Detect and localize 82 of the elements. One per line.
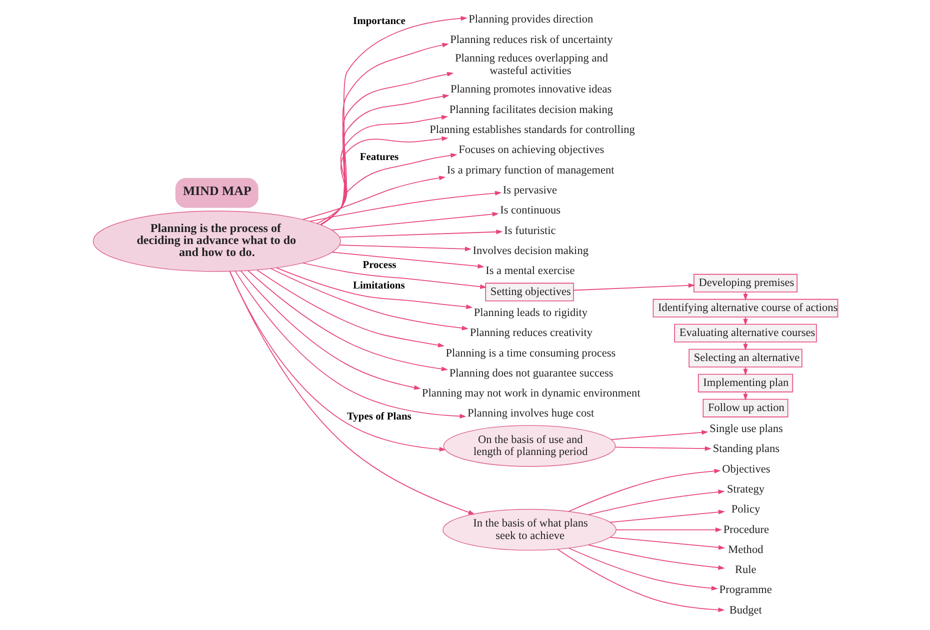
node-text: Planning provides direction	[468, 14, 593, 26]
node-text: Planning involves huge cost	[466, 408, 594, 420]
node-text: Planning establishes standards for controlling	[429, 124, 634, 136]
edge-label: Features	[359, 152, 398, 164]
node-text: Planning reduces overlapping and wasteful activities	[454, 52, 608, 77]
node-text: Is futuristic	[504, 224, 556, 237]
arrow	[320, 136, 448, 225]
arrow	[330, 212, 498, 230]
node-text: Single use plans	[709, 423, 782, 436]
arrow	[320, 72, 454, 226]
arrow	[302, 262, 486, 289]
arrow	[320, 94, 449, 226]
node-text: Rule	[734, 564, 756, 576]
arrow	[742, 366, 748, 376]
node-box: Follow up action	[702, 398, 788, 418]
arrow	[556, 548, 724, 612]
arrow	[610, 430, 708, 440]
node-text: Planning does not guarantee success	[448, 367, 613, 380]
arrow	[568, 548, 718, 590]
node-text: Planning reduces creativity	[469, 327, 592, 340]
edge-label: Process	[362, 260, 396, 272]
arrow	[309, 190, 502, 222]
node-text: Planning promotes innovative ideas	[450, 84, 612, 96]
arrow	[316, 153, 457, 224]
arrow	[742, 316, 748, 326]
arrow	[320, 42, 448, 226]
arrow	[320, 115, 448, 226]
arrow	[588, 490, 724, 516]
node-text: Is continuous	[500, 204, 560, 217]
node-text: Is pervasive	[502, 184, 557, 196]
node-ellipse: Planning is the process of deciding in advance what to do and how to do.	[92, 210, 340, 272]
arrow	[742, 342, 748, 350]
node-text: Budget	[728, 604, 762, 616]
arrow	[609, 510, 725, 523]
node-text: Programme	[718, 584, 772, 596]
arrow	[609, 536, 725, 550]
edge-label: Types of Plans	[346, 412, 411, 423]
node-text: Strategy	[726, 483, 764, 496]
node-box: Developing premises	[693, 274, 797, 292]
arrow	[229, 271, 474, 514]
arrow	[614, 446, 712, 451]
node-text: Is a mental exercise	[485, 265, 574, 278]
node-box: Selecting an alternative	[688, 348, 802, 368]
arrow	[256, 270, 444, 348]
node-text: Involves decision making	[472, 244, 588, 257]
arrow	[568, 468, 720, 512]
node-box: Evaluating alternative courses	[674, 324, 816, 342]
node-text: Is a primary function of management	[446, 164, 614, 176]
arrow	[331, 252, 484, 268]
node-text: Planning is a time consuming process	[445, 347, 616, 360]
edge-label: Importance	[352, 16, 405, 27]
arrow	[234, 270, 466, 419]
arrow	[302, 176, 446, 220]
node-text: Planning reduces risk of uncertainty	[450, 34, 612, 46]
node-text: Policy	[730, 504, 760, 516]
arrow	[338, 244, 472, 252]
node-text: Planning facilitates decision making	[448, 104, 612, 116]
arrow	[588, 544, 724, 570]
node-text: Method	[728, 544, 763, 556]
arrow	[742, 392, 748, 400]
node-text: Standing plans	[712, 443, 780, 456]
arrow	[270, 268, 468, 330]
edge-label: Limitations	[352, 280, 404, 292]
arrow	[615, 527, 722, 532]
arrow	[742, 292, 748, 300]
arrow	[247, 270, 448, 372]
node-text: Focuses on achieving objectives	[458, 144, 604, 156]
arrow	[320, 16, 467, 226]
node-box: Setting objectives	[484, 282, 574, 302]
arrow	[228, 271, 446, 452]
node-box: Identifying alternative course of actions	[652, 298, 838, 318]
arrow	[276, 267, 472, 310]
node-ellipse: On the basis of use and length of planning period	[442, 425, 616, 467]
node-text: Objectives	[722, 463, 770, 476]
node-text: Planning may not work in dynamic environment	[421, 388, 640, 400]
arrow	[338, 230, 502, 238]
node-box: MIND MAP	[174, 178, 258, 208]
arrow	[240, 270, 420, 390]
arrow	[572, 283, 695, 291]
node-text: Planning leads to rigidity	[473, 306, 588, 319]
node-text: Procedure	[722, 524, 769, 536]
node-box: Implementing plan	[697, 374, 793, 392]
